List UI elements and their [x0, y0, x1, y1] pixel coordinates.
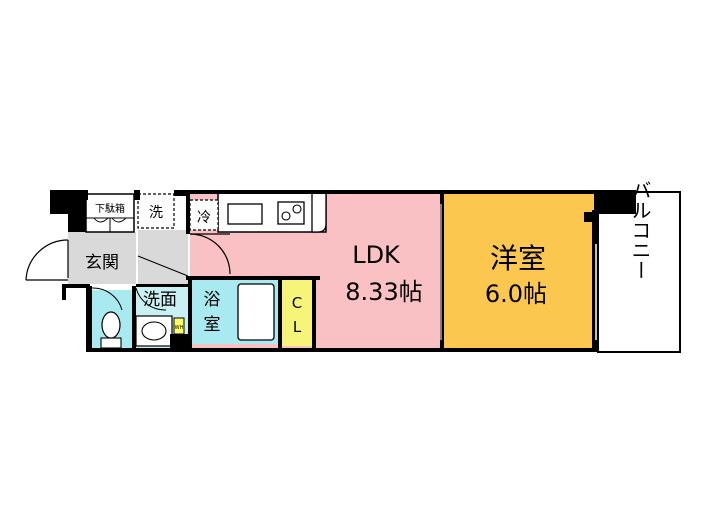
closet-label-c: C	[292, 294, 302, 312]
sink-icon	[227, 203, 263, 225]
western-size: 6.0帖	[485, 280, 547, 308]
balcony-area	[597, 191, 681, 353]
balcony-label: バルコニー	[628, 180, 652, 280]
toilet-icon	[101, 311, 121, 339]
bathtub	[237, 283, 275, 341]
washer-space	[137, 193, 175, 229]
fridge-label: 冷	[197, 210, 211, 226]
entrance-area	[68, 232, 136, 284]
western-room	[444, 192, 594, 350]
bath-label-bottom: 室	[204, 315, 221, 335]
western-label: 洋室	[490, 242, 546, 275]
toilet-tank	[100, 337, 122, 349]
closet	[282, 280, 312, 346]
shoe-box-label: 下駄箱	[95, 202, 125, 215]
walls	[50, 190, 636, 352]
entrance-door	[25, 239, 69, 281]
corridor	[138, 230, 188, 284]
washer-label: 洗	[149, 205, 163, 221]
counter-corner	[311, 191, 327, 233]
entrance-label: 玄関	[85, 253, 119, 273]
ldk-door	[189, 233, 231, 275]
ldk-size: 8.33帖	[345, 278, 422, 306]
washroom-door	[135, 287, 167, 311]
stove-icon	[277, 201, 305, 225]
toilet-door	[91, 287, 123, 311]
fridge-space	[189, 199, 219, 231]
water-heater-label: WH	[175, 325, 184, 331]
washroom-label: 洗面	[143, 290, 177, 310]
basin-icon	[141, 321, 167, 341]
ldk-label: LDK	[352, 241, 401, 269]
bath-label-top: 浴	[204, 290, 221, 310]
closet-label-l: L	[293, 318, 302, 336]
